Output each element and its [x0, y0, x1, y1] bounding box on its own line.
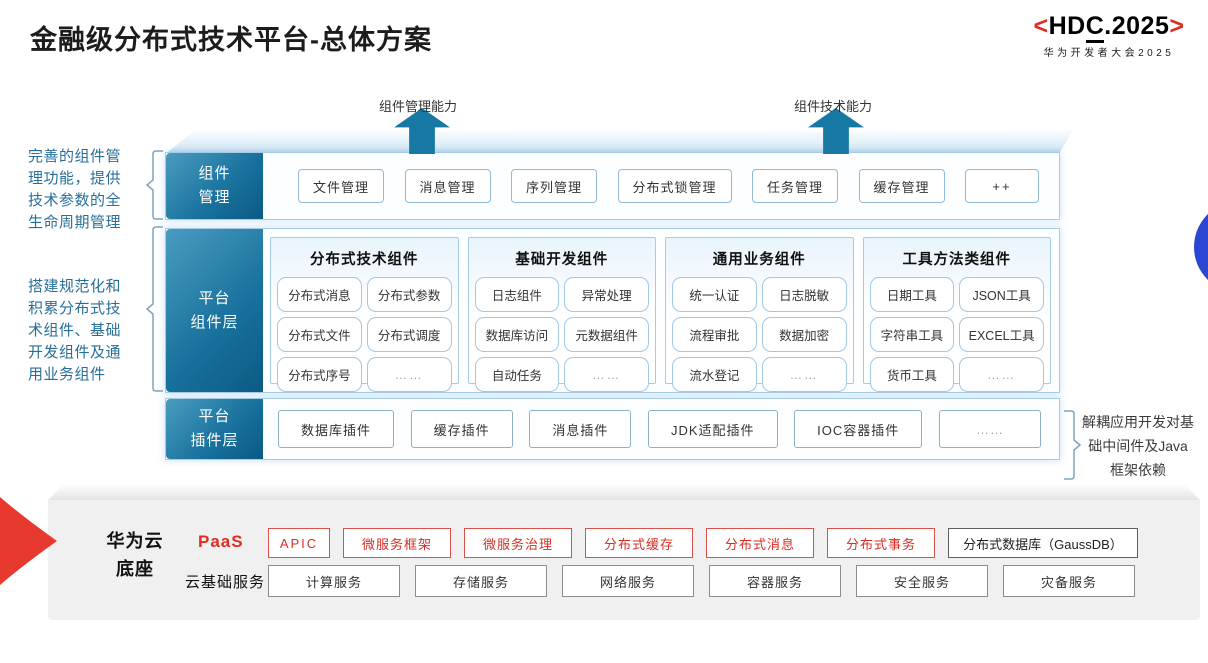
logo-left-angle-icon: < — [1033, 12, 1049, 40]
huawei-cloud-platform — [48, 500, 1200, 620]
layer-label-component-management: 组件 管理 — [166, 153, 263, 219]
plugin-chip: IOC容器插件 — [794, 410, 923, 448]
logo-right-angle-icon: > — [1169, 12, 1185, 40]
layer-platform-components: 平台 组件层 分布式技术组件 分布式消息 分布式参数 分布式文件 分布式调度 分… — [165, 228, 1060, 393]
paas-database-box: 分布式数据库（GaussDB） — [948, 528, 1138, 558]
component-cell: 统一认证 — [672, 277, 757, 312]
group-basic-dev: 基础开发组件 日志组件 异常处理 数据库访问 元数据组件 自动任务 …… — [467, 237, 656, 392]
iaas-service-box: 存储服务 — [415, 565, 547, 597]
group-utility-tools: 工具方法类组件 日期工具 JSON工具 字符串工具 EXCEL工具 货币工具 …… — [862, 237, 1051, 392]
plugin-chip: 消息插件 — [529, 410, 632, 448]
layer-label-platform-components: 平台 组件层 — [166, 229, 263, 392]
component-cell-ellipsis: …… — [366, 357, 452, 392]
component-management-items: 文件管理 消息管理 序列管理 分布式锁管理 任务管理 缓存管理 ++ — [298, 153, 1039, 219]
group-grid: 统一认证 日志脱敏 流程审批 数据加密 流水登记 …… — [672, 277, 847, 392]
component-cell: 分布式消息 — [277, 277, 362, 312]
component-cell: 分布式文件 — [277, 317, 362, 352]
component-cell: 货币工具 — [869, 357, 955, 392]
layer-platform-plugins: 平台 插件层 数据库插件 缓存插件 消息插件 JDK适配插件 IOC容器插件 …… — [165, 398, 1060, 460]
component-cell: 流水登记 — [672, 357, 757, 392]
component-cell: 日志脱敏 — [761, 277, 847, 312]
hdc-logo: <HDC.2025> 华为开发者大会2025 — [1016, 12, 1202, 59]
foundation-label: 华为云 底座 — [106, 531, 164, 579]
group-distributed-tech: 分布式技术组件 分布式消息 分布式参数 分布式文件 分布式调度 分布式序号 …… — [270, 237, 459, 392]
group-title: 基础开发组件 — [515, 252, 609, 268]
group-title: 工具方法类组件 — [902, 252, 1011, 268]
component-chip: 分布式锁管理 — [617, 169, 732, 203]
note-decoupling: 解耦应用开发对基础中间件及Java框架依赖 — [1082, 414, 1194, 478]
component-chip: 文件管理 — [298, 169, 385, 203]
paas-services: APIC 微服务框架 微服务治理 分布式缓存 分布式消息 分布式事务 分布式数据… — [268, 528, 1138, 558]
plugin-chip: JDK适配插件 — [647, 410, 778, 448]
component-chip: 任务管理 — [752, 169, 839, 203]
group-grid: 日期工具 JSON工具 字符串工具 EXCEL工具 货币工具 …… — [869, 277, 1044, 392]
logo-subtitle: 华为开发者大会2025 — [1043, 48, 1175, 59]
component-chip: 缓存管理 — [858, 169, 945, 203]
component-cell: 自动任务 — [474, 357, 560, 392]
component-cell: 分布式调度 — [366, 317, 452, 352]
iaas-service-box: 安全服务 — [856, 565, 988, 597]
paas-service-box: 分布式缓存 — [585, 528, 693, 558]
group-common-business: 通用业务组件 统一认证 日志脱敏 流程审批 数据加密 流水登记 …… — [665, 237, 854, 392]
group-title: 通用业务组件 — [712, 252, 806, 268]
note-component-management: 完善的组件管理功能，提供技术参数的全生命周期管理 — [28, 148, 122, 231]
stack-top-bevel — [168, 129, 1074, 152]
component-cell: 字符串工具 — [869, 317, 955, 352]
component-cell: 流程审批 — [672, 317, 757, 352]
capability-label-management: 组件管理能力 — [379, 99, 458, 114]
component-chip: 消息管理 — [404, 169, 491, 203]
plugin-chip: 缓存插件 — [410, 410, 513, 448]
layer-label-platform-plugins: 平台 插件层 — [166, 399, 263, 459]
iaas-service-box: 计算服务 — [268, 565, 400, 597]
component-cell: 数据库访问 — [474, 317, 560, 352]
paas-service-box: 微服务治理 — [464, 528, 572, 558]
component-cell-ellipsis: …… — [959, 357, 1044, 392]
component-chip-more: ++ — [965, 169, 1039, 203]
plugin-chip: 数据库插件 — [278, 410, 395, 448]
component-cell: 日志组件 — [474, 277, 560, 312]
paas-service-box: 微服务框架 — [343, 528, 451, 558]
iaas-service-box: 灾备服务 — [1003, 565, 1135, 597]
hdc-logo-wordmark: <HDC.2025> — [1016, 12, 1202, 43]
component-cell: 分布式序号 — [277, 357, 362, 392]
component-chip: 序列管理 — [511, 169, 598, 203]
blue-circle-decoration — [1194, 201, 1208, 293]
logo-text-c-underlined: C — [1085, 12, 1105, 43]
cloud-base-services: 计算服务 存储服务 网络服务 容器服务 安全服务 灾备服务 — [268, 565, 1135, 597]
component-cell: 异常处理 — [564, 277, 649, 312]
plugin-chip-ellipsis: …… — [938, 410, 1041, 448]
logo-text-pre: HD — [1048, 12, 1086, 40]
paas-service-box: 分布式事务 — [827, 528, 935, 558]
iaas-service-box: 网络服务 — [562, 565, 694, 597]
left-bracket-icon — [145, 226, 163, 392]
left-bracket-icon — [145, 150, 163, 220]
logo-text-post: .2025 — [1104, 12, 1170, 40]
plugin-items: 数据库插件 缓存插件 消息插件 JDK适配插件 IOC容器插件 …… — [278, 399, 1041, 459]
component-cell: EXCEL工具 — [959, 317, 1044, 352]
capability-label-technical: 组件技术能力 — [794, 99, 873, 114]
note-platform-components: 搭建规范化和积累分布式技术组件、基础开发组件及通用业务组件 — [28, 278, 122, 383]
component-cell: JSON工具 — [959, 277, 1044, 312]
page-title: 金融级分布式技术平台-总体方案 — [30, 25, 432, 55]
group-grid: 日志组件 异常处理 数据库访问 元数据组件 自动任务 …… — [474, 277, 649, 392]
component-cell: 日期工具 — [869, 277, 955, 312]
layer-component-management: 组件 管理 文件管理 消息管理 序列管理 分布式锁管理 任务管理 缓存管理 ++ — [165, 152, 1060, 220]
component-cell: 数据加密 — [761, 317, 847, 352]
component-cell-ellipsis: …… — [761, 357, 847, 392]
component-cell-ellipsis: …… — [564, 357, 649, 392]
right-bracket-icon — [1064, 410, 1082, 480]
component-cell: 分布式参数 — [366, 277, 452, 312]
group-grid: 分布式消息 分布式参数 分布式文件 分布式调度 分布式序号 …… — [277, 277, 452, 392]
group-title: 分布式技术组件 — [310, 252, 419, 268]
component-groups: 分布式技术组件 分布式消息 分布式参数 分布式文件 分布式调度 分布式序号 ……… — [270, 237, 1051, 392]
iaas-service-box: 容器服务 — [709, 565, 841, 597]
paas-service-box: APIC — [268, 528, 330, 558]
paas-label: PaaS — [198, 532, 244, 551]
red-wedge-arrow-icon — [0, 497, 57, 585]
paas-service-box: 分布式消息 — [706, 528, 814, 558]
component-cell: 元数据组件 — [564, 317, 649, 352]
platform-top-bevel — [48, 484, 1200, 500]
iaas-label: 云基础服务 — [185, 574, 266, 591]
